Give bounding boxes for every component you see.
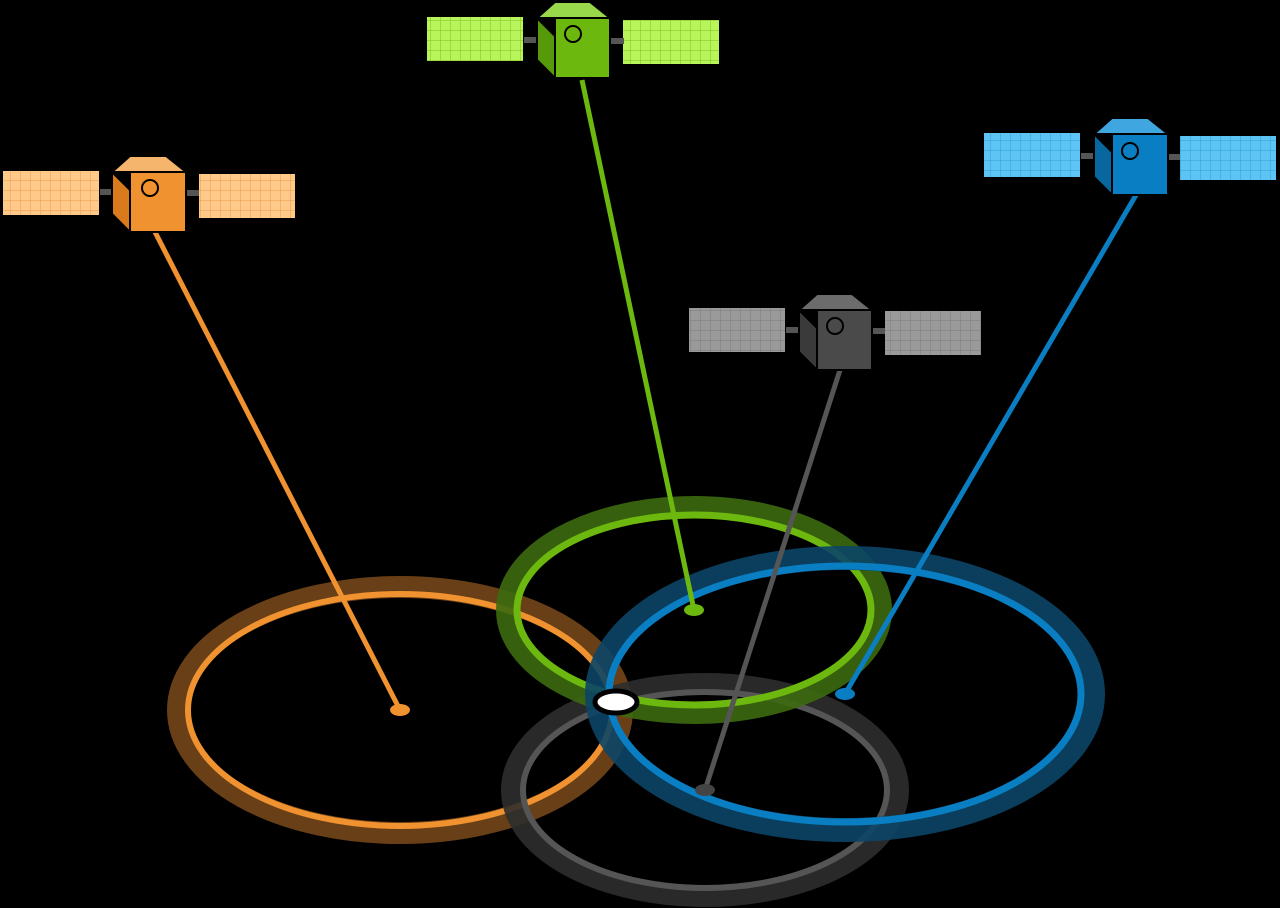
orange-satellite-body	[129, 171, 187, 233]
receiver-position-marker	[592, 688, 640, 716]
green-signal-line	[579, 79, 697, 611]
blue-satellite-icon	[982, 117, 1278, 198]
gray-satellite-icon	[687, 293, 983, 373]
signal-lines	[152, 79, 1139, 796]
gray-satellite-body	[816, 309, 873, 371]
green-satellite-icon	[425, 0, 721, 81]
orange-solar-panel-left	[1, 169, 101, 217]
green-satellite-body	[554, 17, 611, 79]
gray-solar-panel-left	[687, 306, 787, 354]
orange-satellite-icon	[1, 155, 297, 235]
blue-satellite-body	[1111, 133, 1169, 196]
green-solar-panel-left	[425, 15, 525, 63]
orange-solar-panel-right	[197, 172, 297, 220]
blue-signal-line	[842, 193, 1139, 696]
range-rings	[167, 496, 1105, 907]
green-range-ring	[496, 496, 892, 724]
green-center-point	[684, 604, 704, 616]
orange-signal-line	[152, 230, 403, 712]
gray-solar-panel-right	[883, 309, 983, 357]
blue-solar-panel-left	[982, 131, 1082, 179]
blue-solar-panel-right	[1178, 134, 1278, 182]
gray-center-point	[695, 784, 715, 796]
blue-center-point	[835, 688, 855, 700]
green-solar-panel-right	[621, 18, 721, 66]
orange-center-point	[390, 704, 410, 716]
gray-signal-line	[702, 369, 843, 791]
gray-range-ring	[501, 673, 909, 907]
